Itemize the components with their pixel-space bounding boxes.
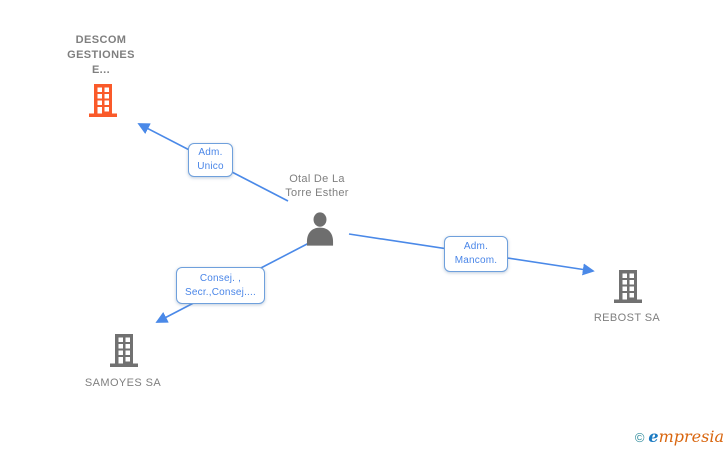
relationship-label-line: Unico (197, 161, 224, 172)
building-icon (89, 84, 117, 117)
brand-letter-e: e (648, 427, 659, 446)
relationship-label-line: Secr.,Consej.... (184, 286, 256, 298)
company-node-rebost-label[interactable]: REBOST SA (567, 308, 687, 326)
company-node-samoyes[interactable] (106, 332, 142, 374)
person-name-line: Torre Esther (285, 187, 349, 199)
relationship-label-line: Adm. (463, 241, 489, 252)
relationship-label-line: Adm. (198, 147, 223, 158)
person-icon (306, 212, 334, 246)
company-name-line: GESTIONES (67, 49, 135, 61)
company-node-descom[interactable] (85, 82, 121, 124)
relationship-label-consej: Consej. , Secr.,Consej.... (176, 267, 265, 304)
brand-rest: mpresia (658, 427, 724, 446)
company-name-line: DESCOM (75, 34, 127, 46)
relationship-label-adm-unico: Adm. Unico (188, 143, 233, 177)
empresia-logo[interactable]: © empresia (635, 428, 724, 446)
building-icon (110, 334, 138, 367)
copyright-icon: © (634, 430, 645, 445)
company-name: SAMOYES SA (84, 377, 162, 389)
company-name: REBOST SA (593, 312, 661, 324)
relationship-label-line: Mancom. (454, 255, 498, 266)
relationship-label-line: Consej. , (199, 272, 242, 284)
relationship-label-adm-mancom: Adm. Mancom. (444, 236, 508, 272)
company-node-samoyes-label[interactable]: SAMOYES SA (63, 373, 183, 391)
brand-wordmark: empresia (648, 428, 724, 446)
company-name-line: E... (91, 64, 111, 76)
building-icon (614, 270, 642, 303)
company-node-descom-label[interactable]: DESCOM GESTIONES E... (41, 33, 161, 78)
company-node-rebost[interactable] (610, 268, 646, 310)
person-node[interactable] (302, 211, 338, 252)
person-node-name[interactable]: Otal De La Torre Esther (257, 172, 377, 200)
person-name-line: Otal De La (289, 173, 345, 185)
